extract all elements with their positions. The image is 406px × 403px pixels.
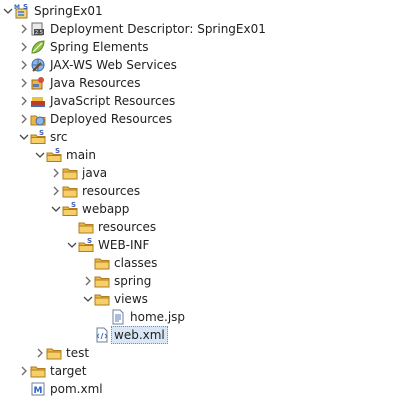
svg-text:S: S bbox=[39, 129, 44, 137]
tree-item-label: classes bbox=[114, 256, 158, 270]
tree-item[interactable]: JAX-WS Web Services bbox=[0, 56, 406, 74]
chevron-right-icon[interactable] bbox=[82, 272, 94, 290]
tree-item-label: resources bbox=[82, 184, 141, 198]
chevron-right-icon[interactable] bbox=[50, 182, 62, 200]
folder-icon bbox=[62, 183, 78, 199]
chevron-right-icon[interactable] bbox=[18, 362, 30, 380]
tree-item-label: resources bbox=[98, 220, 157, 234]
chevron-down-icon[interactable] bbox=[50, 200, 62, 218]
tree-item[interactable]: Java Resources bbox=[0, 74, 406, 92]
tree-item-label: JAX-WS Web Services bbox=[50, 58, 177, 72]
chevron-down-icon[interactable] bbox=[2, 2, 14, 20]
folder-icon bbox=[78, 219, 94, 235]
svg-text:S: S bbox=[55, 147, 60, 155]
chevron-right-icon[interactable] bbox=[18, 110, 30, 128]
source-folder-icon: S bbox=[78, 237, 94, 253]
tree-item[interactable]: views bbox=[0, 290, 406, 308]
tree-item[interactable]: Spring Elements bbox=[0, 38, 406, 56]
svg-text:M: M bbox=[14, 4, 20, 11]
tree-item[interactable]: JavaScript Resources bbox=[0, 92, 406, 110]
tree-item[interactable]: test bbox=[0, 344, 406, 362]
folder-icon bbox=[46, 345, 62, 361]
tree-item[interactable]: classes bbox=[0, 254, 406, 272]
tree-item[interactable]: 2.5 Deployment Descriptor: SpringEx01 bbox=[0, 20, 406, 38]
tree-item-label: target bbox=[50, 364, 87, 378]
chevron-right-icon[interactable] bbox=[18, 56, 30, 74]
svg-text:S: S bbox=[71, 201, 76, 209]
tree-item-label: SpringEx01 bbox=[34, 4, 103, 18]
tree-item[interactable]: S WEB-INF bbox=[0, 236, 406, 254]
tree-item-label: test bbox=[66, 346, 90, 360]
tree-item[interactable]: spring bbox=[0, 272, 406, 290]
chevron-right-icon[interactable] bbox=[18, 38, 30, 56]
tree-item[interactable]: resources bbox=[0, 218, 406, 236]
chevron-down-icon[interactable] bbox=[34, 146, 46, 164]
folder-icon bbox=[30, 363, 46, 379]
java-resources-icon bbox=[30, 75, 46, 91]
tree-item-label: java bbox=[82, 166, 108, 180]
folder-icon bbox=[94, 273, 110, 289]
chevron-right-icon[interactable] bbox=[50, 164, 62, 182]
tree-item[interactable]: target bbox=[0, 362, 406, 380]
svg-text:2.5: 2.5 bbox=[35, 30, 43, 36]
chevron-down-icon[interactable] bbox=[18, 128, 30, 146]
tree-item-label: Spring Elements bbox=[50, 40, 149, 54]
maven-pom-icon: M bbox=[30, 381, 46, 397]
tree-item-label: pom.xml bbox=[50, 382, 103, 396]
chevron-right-icon[interactable] bbox=[18, 20, 30, 38]
tree-item[interactable]: web.xml bbox=[0, 326, 406, 344]
tree-item-label: webapp bbox=[82, 202, 130, 216]
tree-item-label: home.jsp bbox=[130, 310, 186, 324]
tree-item-label: Java Resources bbox=[50, 76, 141, 90]
tree-item[interactable]: Deployed Resources bbox=[0, 110, 406, 128]
chevron-right-icon[interactable] bbox=[18, 92, 30, 110]
tree-item-label: views bbox=[114, 292, 148, 306]
javascript-resources-icon bbox=[30, 93, 46, 109]
tree-item[interactable]: home.jsp bbox=[0, 308, 406, 326]
deployment-descriptor-icon: 2.5 bbox=[30, 21, 46, 37]
folder-icon bbox=[94, 291, 110, 307]
source-folder-icon: S bbox=[46, 147, 62, 163]
folder-icon bbox=[62, 165, 78, 181]
svg-text:M: M bbox=[34, 386, 43, 396]
spring-leaf-icon bbox=[30, 39, 46, 55]
tree-item-label: spring bbox=[114, 274, 152, 288]
tree-item-label: WEB-INF bbox=[98, 238, 150, 252]
folder-icon bbox=[94, 255, 110, 271]
xml-file-icon bbox=[94, 327, 110, 343]
tree-item-label: JavaScript Resources bbox=[50, 94, 176, 108]
chevron-down-icon[interactable] bbox=[82, 290, 94, 308]
svg-text:S: S bbox=[87, 237, 92, 245]
source-folder-icon: S bbox=[62, 201, 78, 217]
tree-item-label: web.xml bbox=[111, 326, 168, 344]
tree-item-label: src bbox=[50, 130, 68, 144]
tree-item-label: main bbox=[66, 148, 96, 162]
deployed-resources-icon bbox=[30, 111, 46, 127]
tree-item[interactable]: java bbox=[0, 164, 406, 182]
chevron-right-icon[interactable] bbox=[18, 74, 30, 92]
chevron-down-icon[interactable] bbox=[66, 236, 78, 254]
web-services-icon bbox=[30, 57, 46, 73]
source-folder-icon: S bbox=[30, 129, 46, 145]
tree-item-label: Deployed Resources bbox=[50, 112, 173, 126]
svg-text:S: S bbox=[23, 3, 28, 11]
jsp-file-icon bbox=[110, 309, 126, 325]
chevron-right-icon[interactable] bbox=[34, 344, 46, 362]
tree-item[interactable]: resources bbox=[0, 182, 406, 200]
tree-item-label: Deployment Descriptor: SpringEx01 bbox=[50, 22, 266, 36]
